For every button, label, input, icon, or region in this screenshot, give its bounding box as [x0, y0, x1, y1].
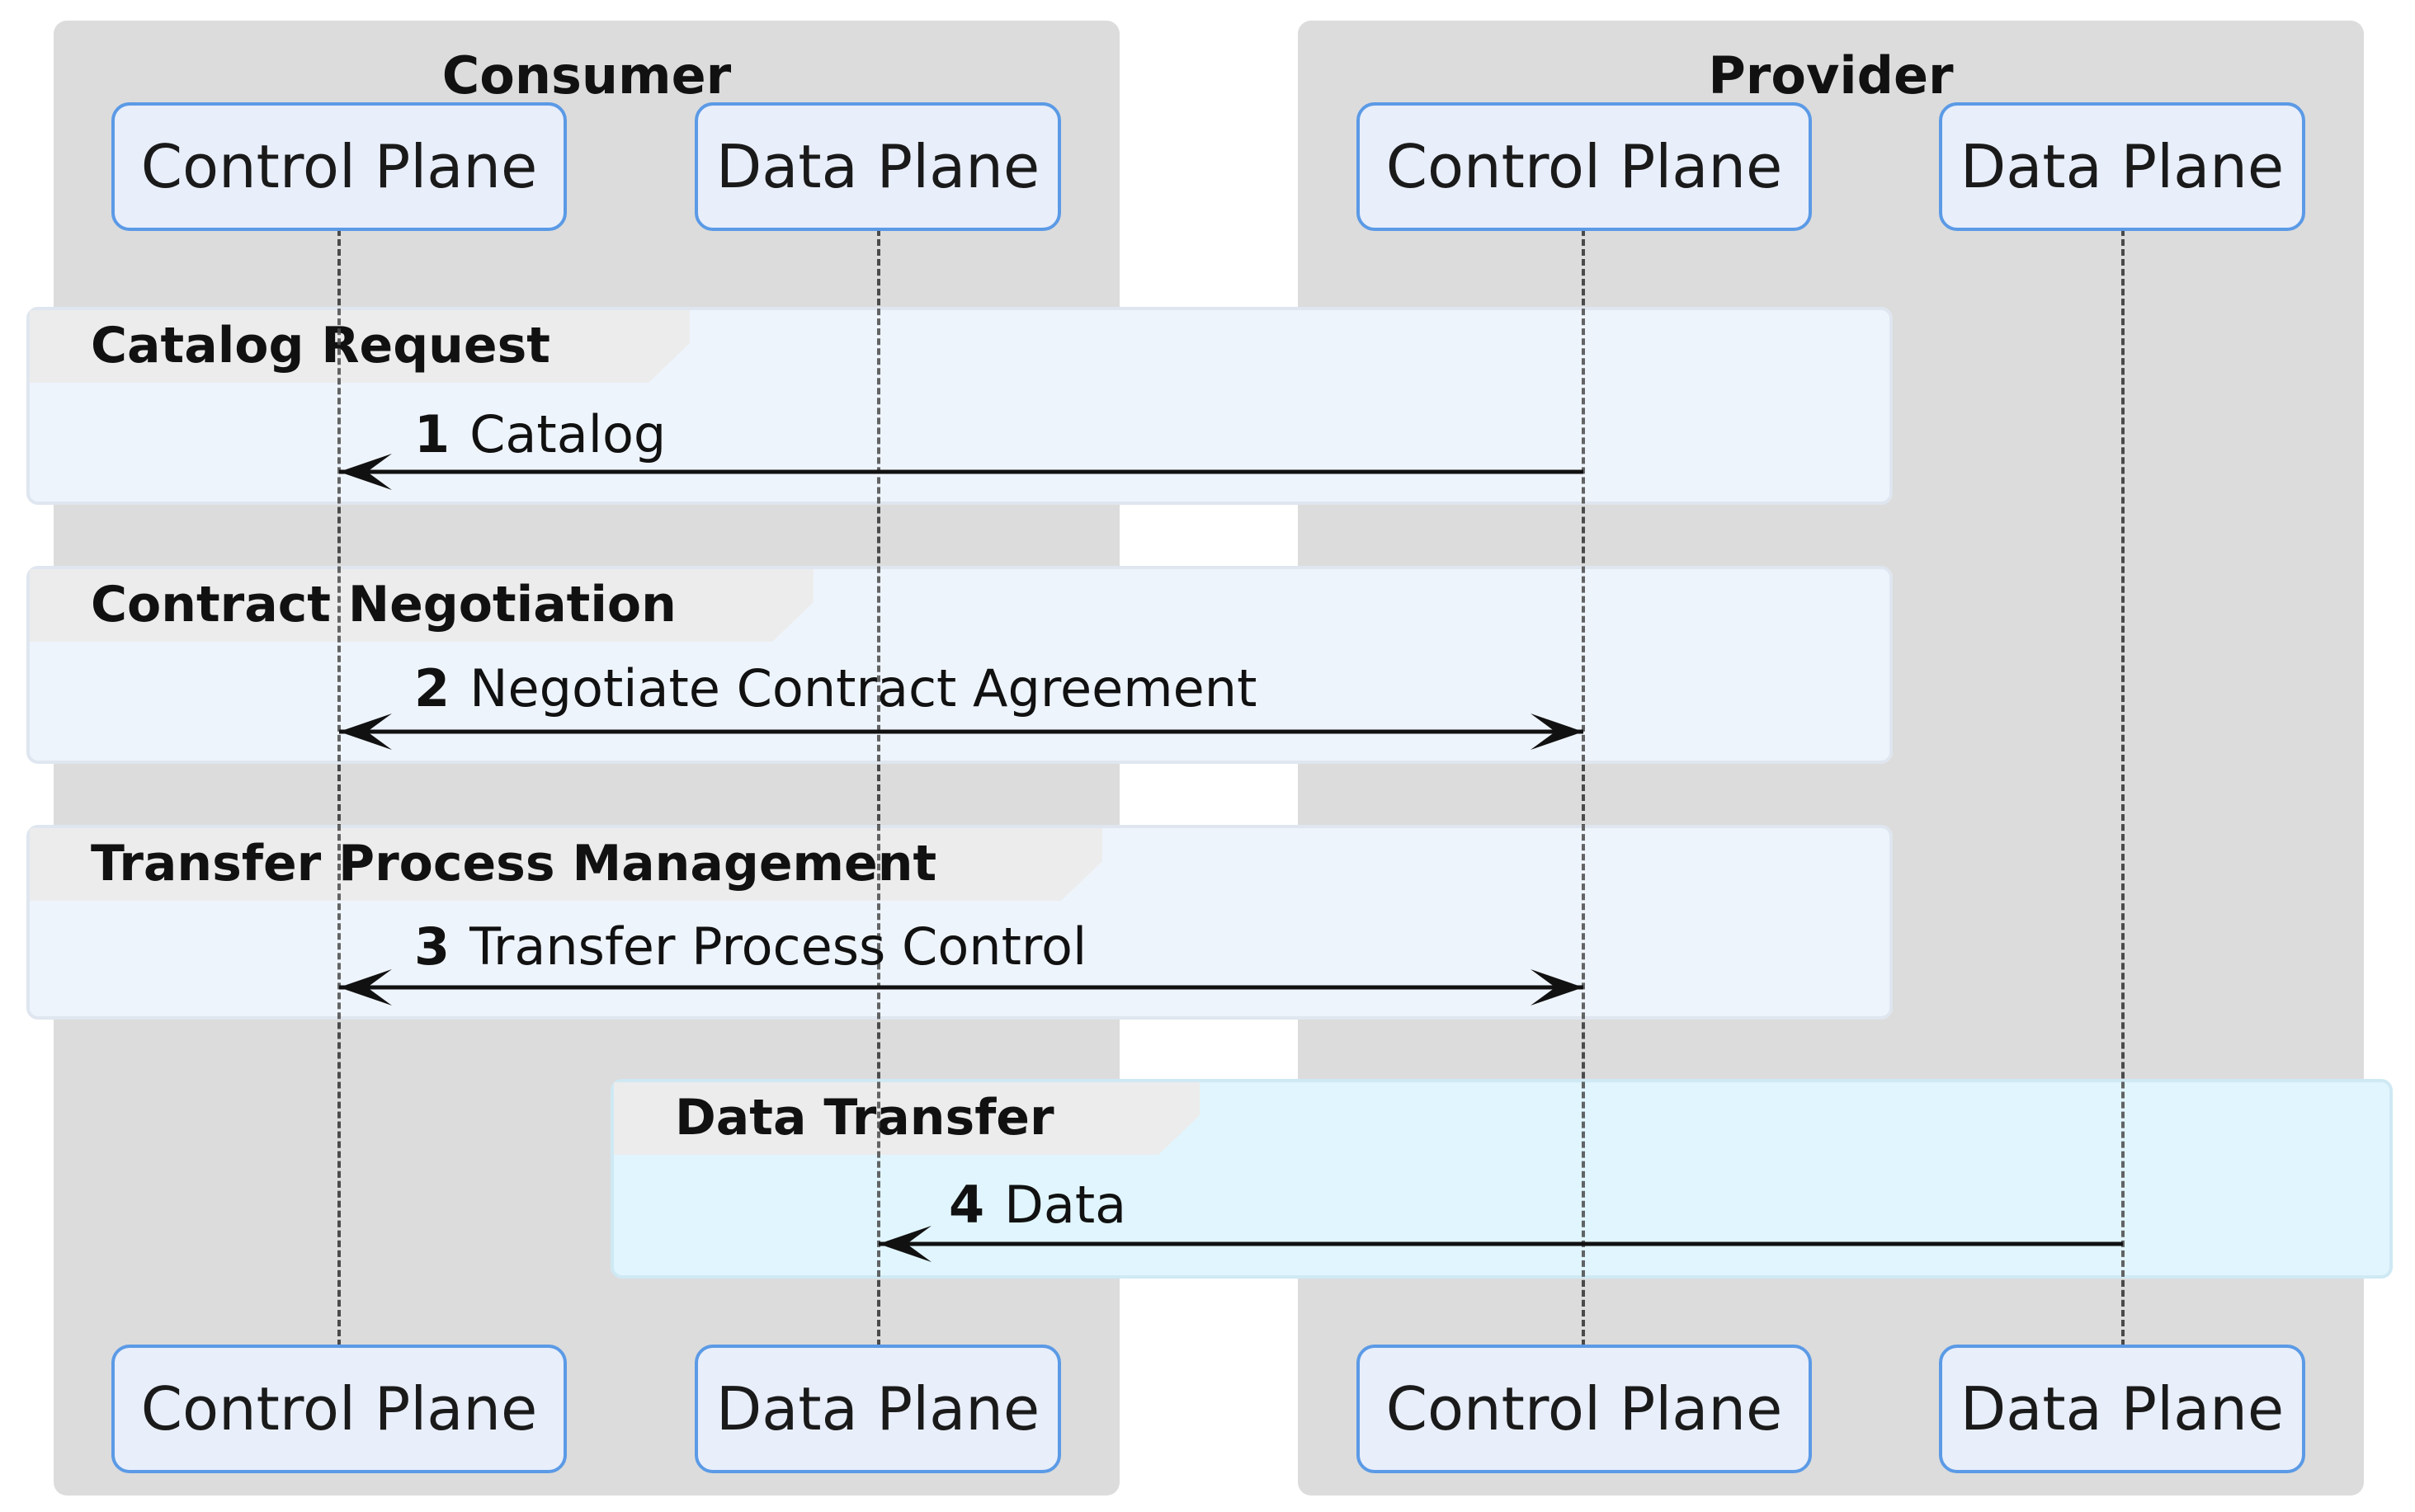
message-4-label: 4 Data — [949, 1175, 1126, 1235]
lifeline-provider-data-overlay — [2121, 229, 2125, 1346]
participant-provider-data-plane-footer[interactable]: Data Plane — [1939, 1345, 2305, 1473]
participant-consumer-data-plane-footer[interactable]: Data Plane — [695, 1345, 1061, 1473]
participant-consumer-data-plane[interactable]: Data Plane — [695, 102, 1061, 231]
message-1-label: 1 Catalog — [414, 404, 666, 464]
provider-box-title: Provider — [1708, 45, 1954, 106]
group-title-data-transfer: Data Transfer — [675, 1089, 1054, 1147]
message-3-label: 3 Transfer Process Control — [414, 916, 1087, 977]
participant-consumer-control-plane-footer[interactable]: Control Plane — [111, 1345, 567, 1473]
message-2-text: Negotiate Contract Agreement — [469, 658, 1257, 718]
message-4-arrowhead — [879, 1226, 932, 1262]
message-3-number: 3 — [414, 916, 450, 977]
message-1-number: 1 — [414, 404, 450, 464]
message-1-text: Catalog — [469, 404, 667, 464]
participant-provider-control-plane-footer[interactable]: Control Plane — [1356, 1345, 1812, 1473]
message-2-number: 2 — [414, 658, 450, 718]
message-4-text: Data — [1004, 1175, 1127, 1235]
group-title-contract-negotiation: Contract Negotiation — [91, 576, 677, 634]
lifeline-provider-control-overlay — [1582, 229, 1585, 1346]
lifeline-consumer-data-overlay — [877, 229, 880, 1346]
message-4-number: 4 — [949, 1175, 985, 1235]
group-title-catalog-request: Catalog Request — [91, 317, 550, 374]
message-2-label: 2 Negotiate Contract Agreement — [414, 658, 1257, 718]
message-2-arrowhead — [1531, 714, 1583, 750]
message-2-arrowhead-start — [339, 714, 392, 750]
message-3-text: Transfer Process Control — [469, 916, 1087, 977]
participant-consumer-control-plane[interactable]: Control Plane — [111, 102, 567, 231]
consumer-box-title: Consumer — [441, 45, 732, 106]
lifeline-consumer-control-overlay — [337, 229, 341, 1346]
message-1-arrowhead — [339, 454, 392, 490]
participant-provider-control-plane[interactable]: Control Plane — [1356, 102, 1812, 231]
group-title-transfer-process-management: Transfer Process Management — [91, 835, 937, 893]
participant-provider-data-plane[interactable]: Data Plane — [1939, 102, 2305, 231]
message-3-arrowhead-start — [339, 969, 392, 1006]
message-3-arrowhead — [1531, 969, 1583, 1006]
